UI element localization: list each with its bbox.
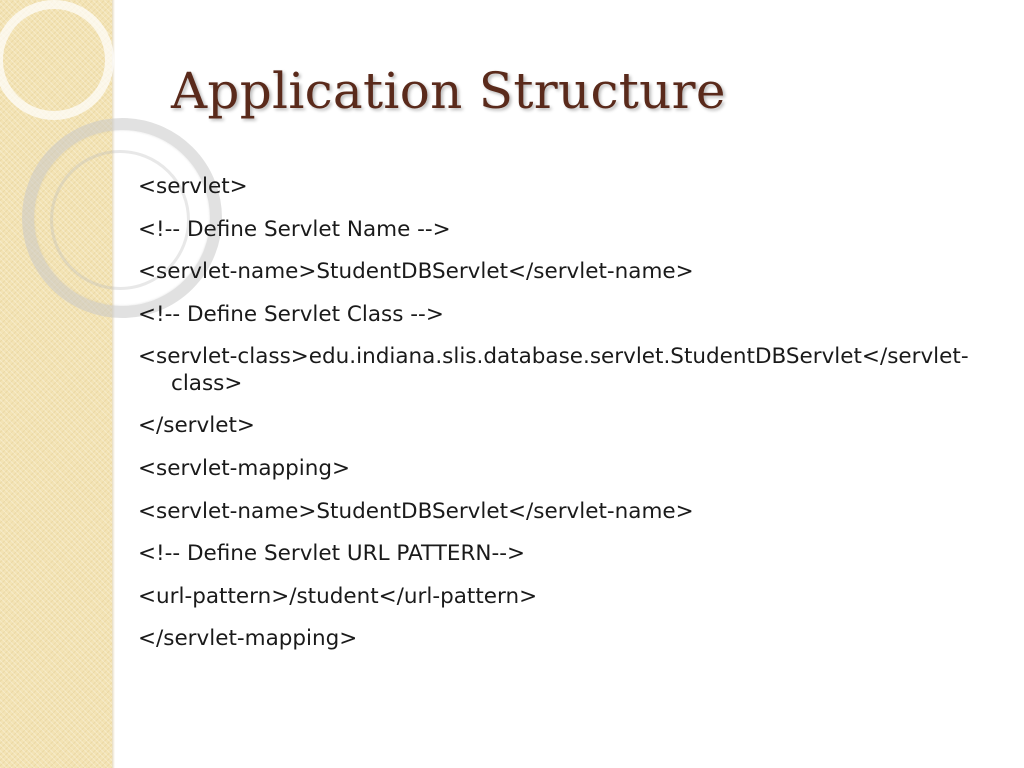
code-line: <servlet> — [138, 174, 248, 199]
code-line: </servlet> — [138, 413, 255, 439]
code-line: </servlet-mapping> — [138, 626, 358, 652]
code-line: <url-pattern>/student</url-pattern> — [138, 583, 538, 609]
side-band-edge — [112, 0, 115, 768]
decorative-ring-inner — [50, 150, 190, 290]
code-line: <!-- Define Servlet URL PATTERN--> — [138, 541, 526, 567]
code-listing: <servlet> <!-- Define Servlet Name --> <… — [138, 166, 1010, 661]
code-line: <!-- Define Servlet Class --> — [138, 301, 444, 327]
decorative-ring-top — [0, 0, 114, 120]
slide-title: Application Structure — [171, 62, 726, 120]
code-line: <servlet-mapping> — [138, 455, 351, 481]
code-line: <servlet-name>StudentDBServlet</servlet-… — [138, 498, 694, 524]
code-line: <!-- Define Servlet Name --> — [138, 216, 451, 242]
code-line: <servlet-name>StudentDBServlet</servlet-… — [138, 259, 694, 285]
code-line: <servlet-class>edu.indiana.slis.database… — [138, 344, 969, 397]
